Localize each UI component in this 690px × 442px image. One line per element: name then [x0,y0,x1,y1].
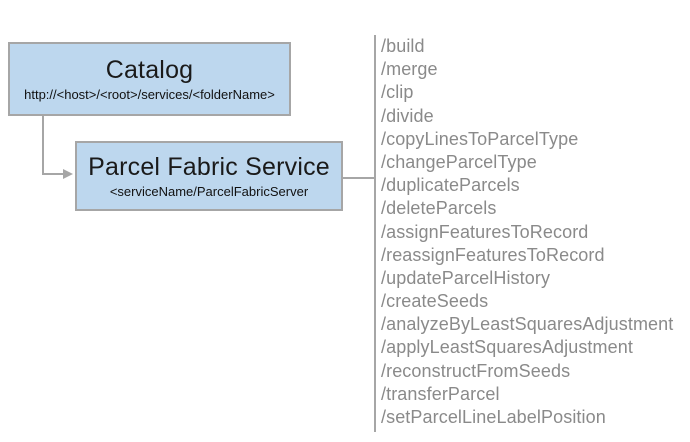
catalog-title: Catalog [105,56,194,84]
operation-item: /copyLinesToParcelType [381,128,579,149]
operations-list: /build/merge/clip/divide/copyLinesToParc… [381,35,673,429]
connector-catalog-vertical-line [42,116,44,175]
operation-item: /clip [381,82,414,103]
operation-item: /setParcelLineLabelPosition [381,407,606,427]
operation-item: /reconstructFromSeeds [381,360,571,381]
operation-item: /divide [381,105,434,126]
service-title: Parcel Fabric Service [88,153,330,181]
operation-item: /transferParcel [381,383,500,404]
service-url-template: <serviceName/ParcelFabricServer [109,184,309,199]
operation-item: /merge [381,59,438,80]
catalog-url-template: http://<host>/<root>/services/<folderNam… [24,87,275,102]
connector-service-horizontal-line [343,177,375,179]
operation-item: /build [381,36,425,56]
operation-item: /duplicateParcels [381,175,520,196]
operation-item: /reassignFeaturesToRecord [381,244,605,265]
connector-catalog-horizontal-line [42,173,64,175]
parcel-fabric-service-node: Parcel Fabric Service <serviceName/Parce… [75,141,343,211]
arrowhead-right-icon [63,169,73,179]
operation-item: /applyLeastSquaresAdjustment [381,337,633,358]
operation-item: /changeParcelType [381,151,537,172]
operation-item: /analyzeByLeastSquaresAdjustment [381,314,674,335]
operation-item: /deleteParcels [381,198,497,219]
operation-item: /createSeeds [381,291,489,312]
catalog-node: Catalog http://<host>/<root>/services/<f… [8,42,291,116]
operations-bracket-line [374,35,376,432]
operation-item: /updateParcelHistory [381,267,551,288]
operation-item: /assignFeaturesToRecord [381,221,589,242]
